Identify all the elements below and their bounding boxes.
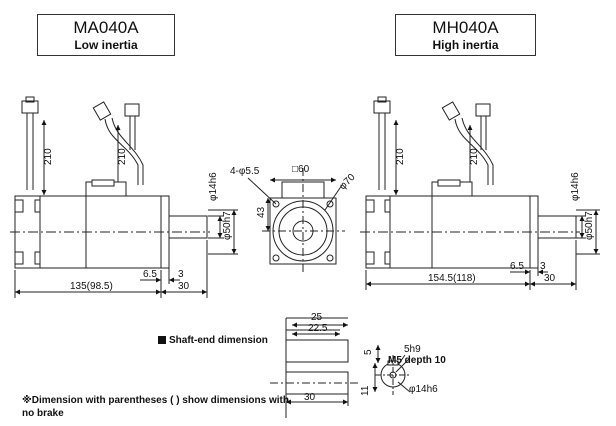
cable-length-label-2: 210 xyxy=(469,148,480,165)
power-connector-2 xyxy=(124,103,140,117)
shaft-diameter-label: φ14h6 xyxy=(409,384,438,395)
model-code: MA040A xyxy=(73,18,139,37)
shaft-diameter-label: φ14h6 xyxy=(208,172,219,201)
side-view-low-inertia xyxy=(10,96,238,298)
power-connector xyxy=(441,101,461,121)
cable-length-label: 210 xyxy=(43,148,54,165)
key-label: 5h9 xyxy=(404,344,421,355)
dim-6-5-label: 6.5 xyxy=(143,269,157,280)
dim-25-label: 25 xyxy=(311,312,323,323)
motor-body xyxy=(365,195,531,269)
shaft xyxy=(537,215,577,239)
shaft xyxy=(168,215,208,239)
square-label: □60 xyxy=(292,164,310,175)
encoder-connector xyxy=(373,100,391,114)
encoder-cable xyxy=(26,113,34,190)
shaft-length-label: 30 xyxy=(544,273,556,284)
shaft-end-detail xyxy=(270,317,411,418)
dim-3-label: 3 xyxy=(178,269,184,280)
shaft-end-labels: 25 22.5 30 5 5h9 M5 depth 10 11 φ14h6 xyxy=(304,312,446,403)
shaft-end-title: Shaft-end dimension xyxy=(158,334,268,347)
dim-11-label: 11 xyxy=(360,385,371,396)
dim-5-label: 5 xyxy=(363,349,374,355)
dim-22-5-label: 22.5 xyxy=(308,323,328,334)
inertia-label: Low inertia xyxy=(74,38,138,52)
shaft-diameter-label: φ14h6 xyxy=(570,172,581,201)
flange-diameter-label: φ50h7 xyxy=(584,211,595,240)
holes-label: 4-φ5.5 xyxy=(230,166,260,177)
encoder-cable xyxy=(378,113,386,190)
power-cable xyxy=(104,117,144,185)
cable-length-label-2: 210 xyxy=(117,148,128,165)
body-length-label: 154.5(118) xyxy=(428,273,476,284)
cable-length-label: 210 xyxy=(395,148,406,165)
power-cable-2 xyxy=(129,116,136,150)
dim-30-label: 30 xyxy=(304,392,316,403)
side-view-high-inertia xyxy=(360,96,600,290)
dim-3-label: 3 xyxy=(540,261,546,272)
encoder-connector xyxy=(21,100,39,114)
dim-6-5-label: 6.5 xyxy=(510,261,524,272)
thread-label: M5 depth 10 xyxy=(388,355,446,366)
power-connector-2 xyxy=(475,103,491,117)
parentheses-note: ※Dimension with parentheses ( ) show dim… xyxy=(22,395,289,419)
side-view-low-inertia-labels: 210 210 φ14h6 φ50h7 6.5 3 135(98.5) 30 xyxy=(43,148,233,292)
shaft-length-label: 30 xyxy=(178,281,190,292)
inertia-label: High inertia xyxy=(432,38,499,52)
model-code: MH040A xyxy=(432,18,499,37)
shaft-key-side xyxy=(285,339,349,363)
model-label-high-inertia: MH040A High inertia xyxy=(395,14,536,56)
shaft-end-title-text: Shaft-end dimension xyxy=(169,335,268,346)
square-bullet-icon xyxy=(158,336,166,344)
model-label-low-inertia: MA040A Low inertia xyxy=(37,14,175,56)
flange-diameter-label: φ50h7 xyxy=(222,211,233,240)
power-connector xyxy=(92,101,112,121)
connector-tab xyxy=(25,96,35,103)
front-view xyxy=(247,168,345,275)
pcd-label: φ70 xyxy=(337,172,358,193)
body-length-label: 135(98.5) xyxy=(70,281,113,292)
height-43-label: 43 xyxy=(256,206,267,218)
side-view-high-inertia-labels: 210 210 φ14h6 φ50h7 6.5 3 154.5(118) 30 xyxy=(395,148,595,284)
